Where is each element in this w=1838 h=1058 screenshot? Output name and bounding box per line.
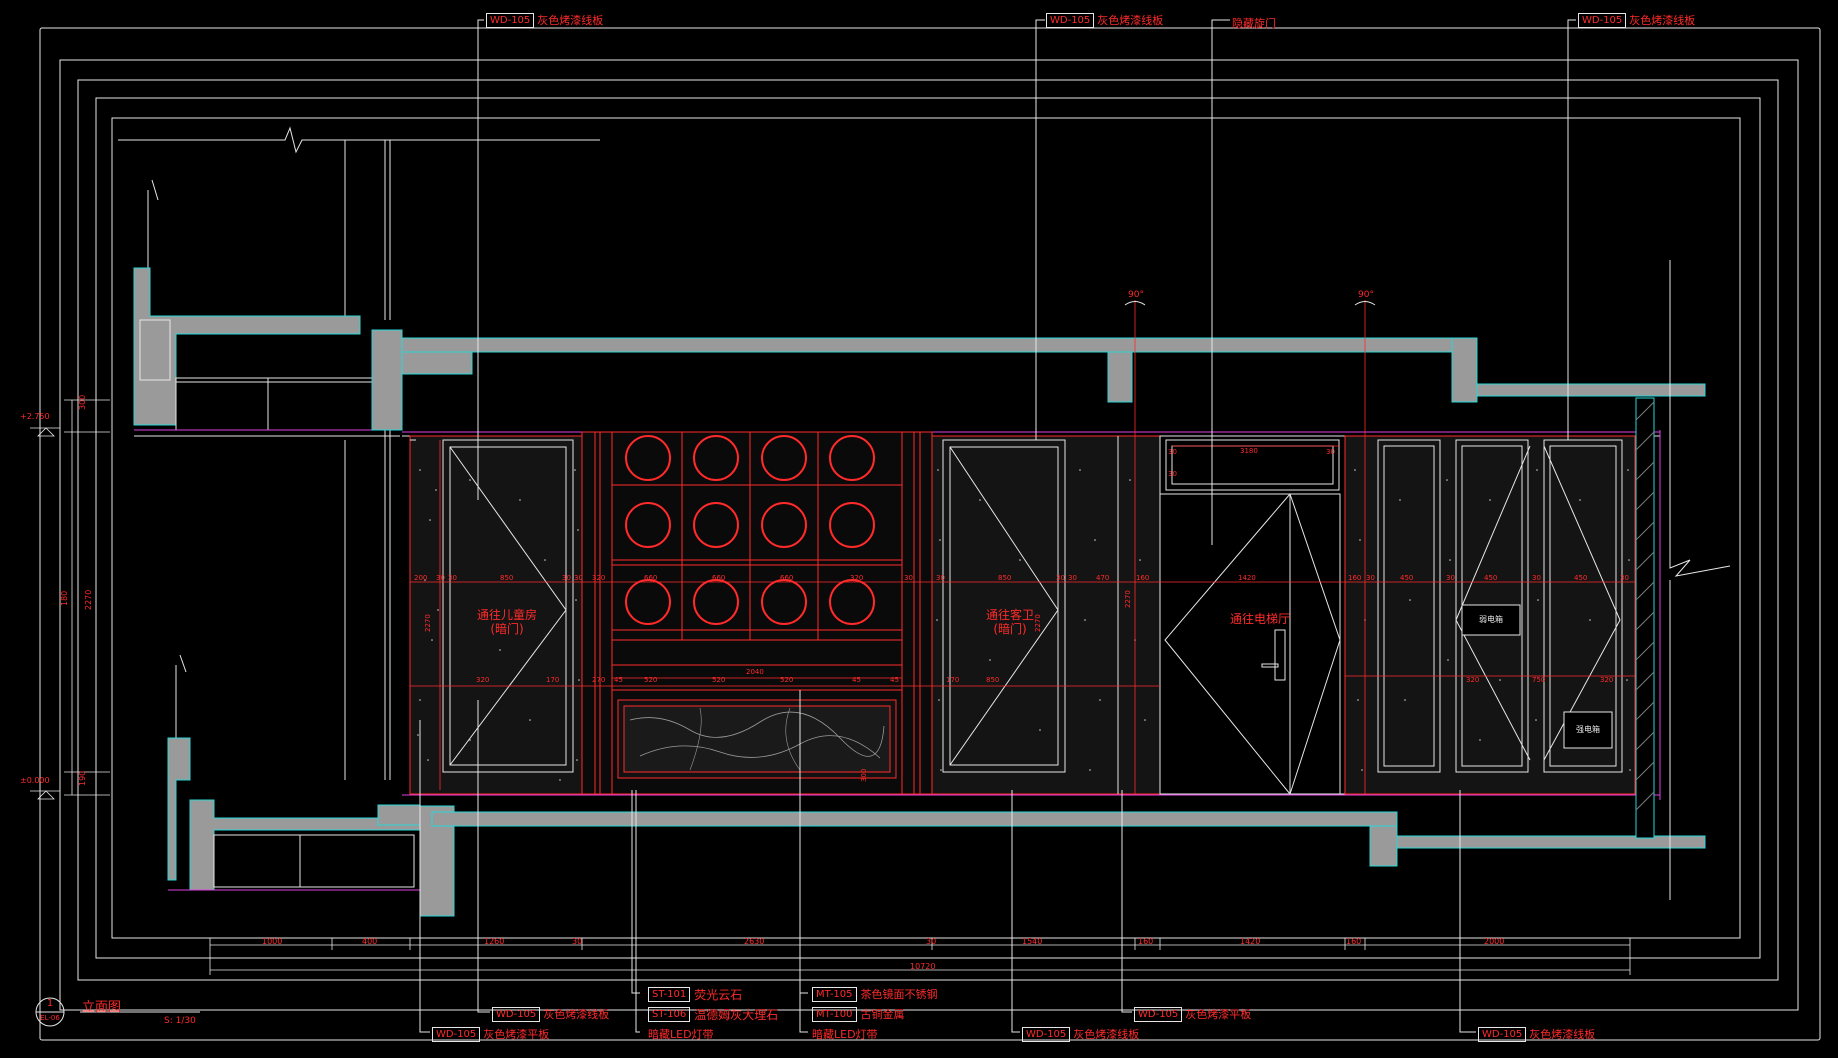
right-panels xyxy=(1344,435,1636,795)
frame-2 xyxy=(59,59,1799,1011)
left-lower-slab xyxy=(167,737,455,917)
bottom-dimension-chain xyxy=(209,938,1631,975)
frame-3 xyxy=(77,79,1779,981)
frame-outer xyxy=(39,27,1821,1041)
leader-lines xyxy=(419,19,1576,1033)
upper-left-structure xyxy=(118,126,600,780)
frame-inner xyxy=(111,117,1741,939)
wine-cabinet xyxy=(581,431,933,795)
angle-mark-1: 90° xyxy=(1128,290,1144,300)
angle-mark-2: 90° xyxy=(1358,290,1374,300)
right-wall xyxy=(1635,260,1731,900)
center-door-panel xyxy=(931,435,1161,795)
left-dimension-chain xyxy=(30,399,110,800)
left-door-panel xyxy=(409,435,583,795)
wine-racks xyxy=(625,435,875,625)
stone-texture xyxy=(417,469,1631,781)
title-block xyxy=(35,997,200,1027)
interior-dimension-lines xyxy=(410,300,1635,794)
elevator-door xyxy=(1159,435,1346,795)
floor-slab xyxy=(402,794,1706,867)
angle-marks xyxy=(1124,301,1376,306)
ceiling-beam xyxy=(401,337,1706,437)
